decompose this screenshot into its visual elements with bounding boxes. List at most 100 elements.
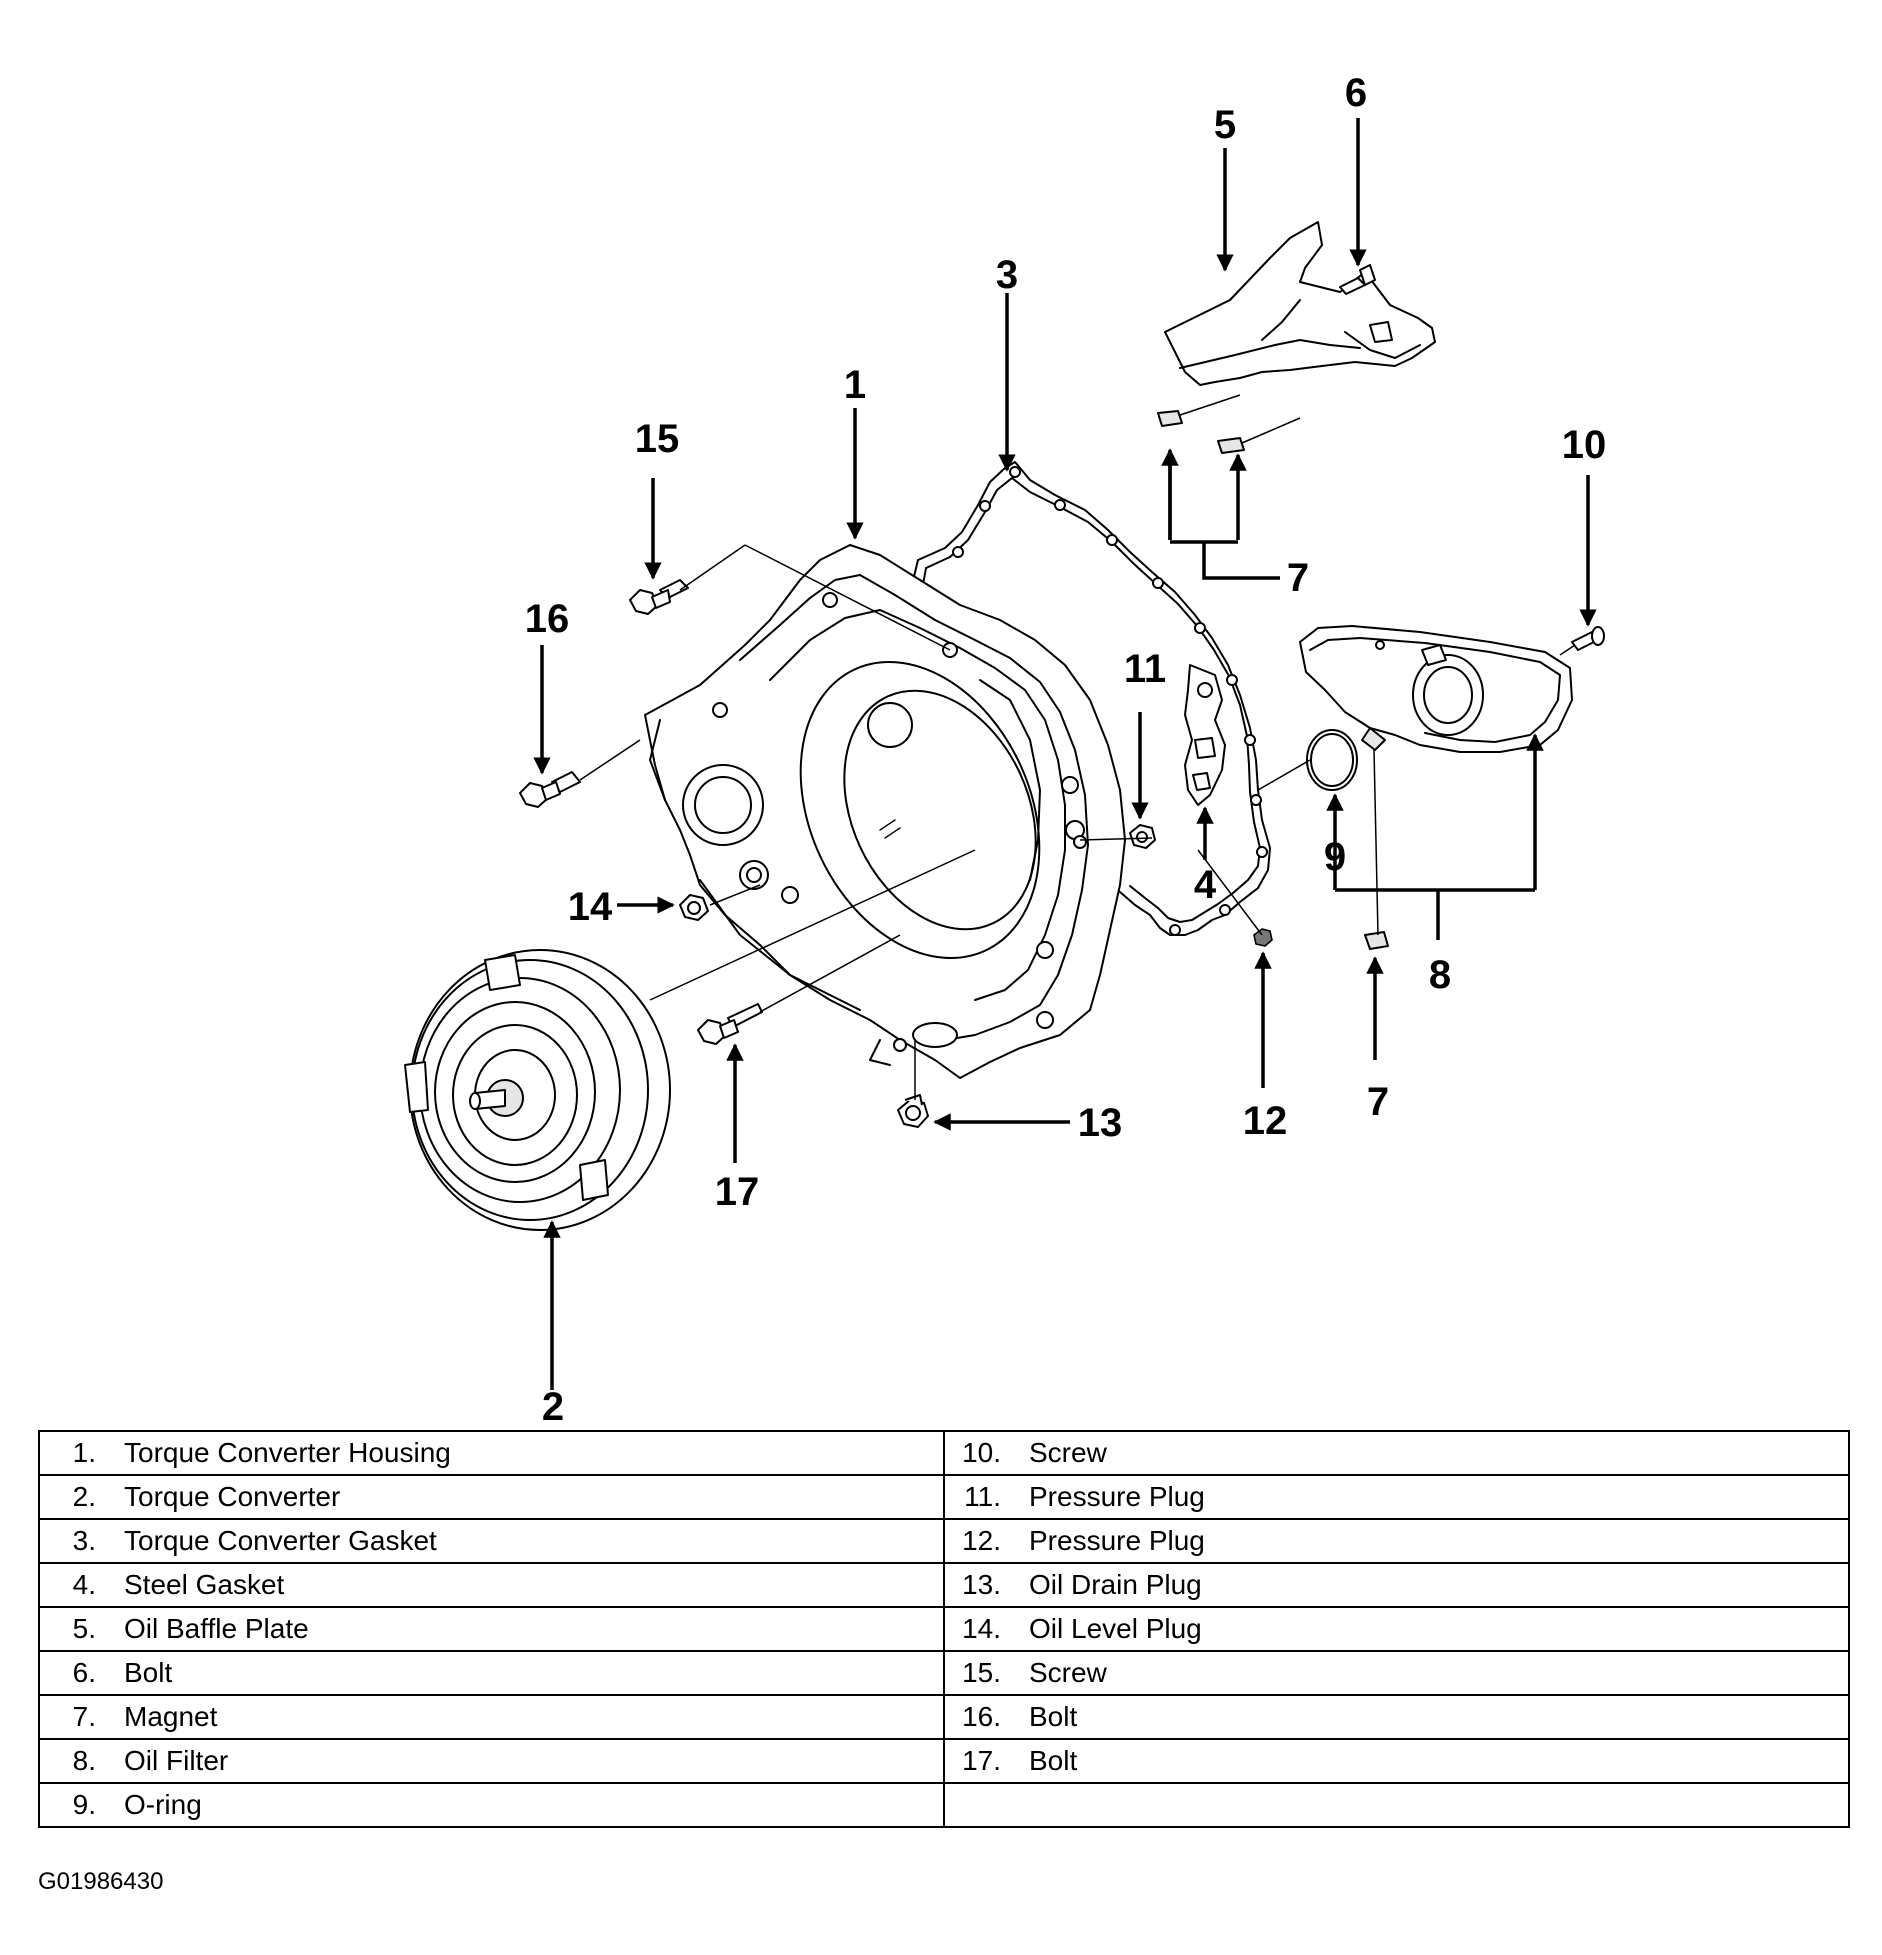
legend-cell-right: 17. Bolt bbox=[943, 1738, 1850, 1784]
legend-item-number: 1. bbox=[72, 1437, 96, 1468]
legend-cell-left: 8. Oil Filter bbox=[38, 1738, 945, 1784]
legend-item-name: Oil Level Plug bbox=[1029, 1613, 1202, 1644]
legend-item-name: Pressure Plug bbox=[1029, 1525, 1205, 1556]
legend-cell-right: 13. Oil Drain Plug bbox=[943, 1562, 1850, 1608]
callout-14: 14 bbox=[568, 885, 613, 929]
legend-item-number: 12. bbox=[962, 1525, 1001, 1556]
legend-cell-left: 2. Torque Converter bbox=[38, 1474, 945, 1520]
exploded-view-diagram: 1 2 3 4 5 6 7 7 8 9 10 11 12 13 14 15 16… bbox=[404, 71, 1607, 1420]
figure-id: G01986430 bbox=[38, 1868, 164, 1895]
callout-1: 1 bbox=[844, 363, 866, 407]
bolt-6 bbox=[1339, 264, 1376, 295]
callout-2: 2 bbox=[542, 1385, 564, 1420]
legend-row: 8. Oil Filter 17. Bolt bbox=[38, 1738, 1850, 1784]
callout-15: 15 bbox=[635, 417, 680, 461]
callout-16: 16 bbox=[525, 597, 570, 641]
legend-item-number: 8. bbox=[72, 1745, 96, 1776]
parts-legend-table: 1. Torque Converter Housing 10. Screw 2. Torq… bbox=[38, 1430, 1850, 1828]
legend-item-name: Torque Converter bbox=[124, 1481, 341, 1512]
legend-item-number: 17. bbox=[962, 1745, 1001, 1776]
legend-item-name: Bolt bbox=[124, 1657, 173, 1688]
callout-8: 8 bbox=[1429, 953, 1451, 997]
callout-13: 13 bbox=[1078, 1101, 1123, 1145]
legend-cell-right: 16. Bolt bbox=[943, 1694, 1850, 1740]
callout-labels: 1 2 3 4 5 6 7 7 8 9 10 11 12 13 14 15 16… bbox=[525, 71, 1607, 1420]
legend-item-number: 10. bbox=[962, 1437, 1001, 1468]
legend-cell-left: 6. Bolt bbox=[38, 1650, 945, 1696]
callout-5: 5 bbox=[1214, 103, 1236, 147]
callout-7-bottom: 7 bbox=[1367, 1080, 1389, 1124]
magnet bbox=[1157, 410, 1389, 950]
bolt-16 bbox=[519, 771, 581, 808]
legend-row: 9. O-ring bbox=[38, 1782, 1850, 1828]
callout-17: 17 bbox=[715, 1170, 760, 1214]
legend-item-number: 9. bbox=[72, 1789, 96, 1820]
legend-item-name: Oil Filter bbox=[124, 1745, 229, 1776]
legend-item-number: 5. bbox=[72, 1613, 96, 1644]
oil-baffle-plate bbox=[1164, 221, 1436, 386]
callout-11: 11 bbox=[1124, 647, 1166, 691]
legend-cell-left: 3. Torque Converter Gasket bbox=[38, 1518, 945, 1564]
legend-item-name: Torque Converter Gasket bbox=[124, 1525, 437, 1556]
legend-cell-right: 10. Screw bbox=[943, 1430, 1850, 1476]
legend-item-number: 14. bbox=[962, 1613, 1001, 1644]
torque-converter bbox=[404, 949, 671, 1231]
callout-4: 4 bbox=[1194, 863, 1217, 907]
callout-3: 3 bbox=[996, 253, 1018, 297]
torque-converter-gasket bbox=[911, 461, 1271, 936]
legend-item-name: O-ring bbox=[124, 1789, 202, 1820]
legend-cell-left: 4.Steel Gasket bbox=[38, 1562, 945, 1608]
legend-cell-left: 5. Oil Baffle Plate bbox=[38, 1606, 945, 1652]
callout-12: 12 bbox=[1243, 1099, 1288, 1143]
legend-cell-right: 11. Pressure Plug bbox=[943, 1474, 1850, 1520]
legend-cell-right: 12. Pressure Plug bbox=[943, 1518, 1850, 1564]
legend-item-number: 7. bbox=[72, 1701, 96, 1732]
legend-item-name: Pressure Plug bbox=[1029, 1481, 1205, 1512]
legend-row: 5. Oil Baffle Plate 14. Oil Level Plug bbox=[38, 1606, 1850, 1652]
pressure-plug-11 bbox=[1129, 824, 1156, 849]
legend-item-name: Torque Converter Housing bbox=[124, 1437, 451, 1468]
callout-7-top: 7 bbox=[1287, 556, 1309, 600]
legend-item-name: Oil Drain Plug bbox=[1029, 1569, 1202, 1600]
legend-row: 1. Torque Converter Housing 10. Screw bbox=[38, 1430, 1850, 1476]
steel-gasket bbox=[1184, 664, 1226, 806]
legend-item-number: 2. bbox=[72, 1481, 96, 1512]
legend-item-name: Bolt bbox=[1029, 1701, 1078, 1732]
oil-level-plug bbox=[679, 894, 709, 921]
pressure-plug-12 bbox=[1253, 928, 1273, 947]
legend-row: 6. Bolt 15. Screw bbox=[38, 1650, 1850, 1696]
legend-item-name: Screw bbox=[1029, 1657, 1107, 1688]
legend-item-name: Screw bbox=[1029, 1437, 1107, 1468]
legend-item-number: 15. bbox=[962, 1657, 1001, 1688]
screw-15 bbox=[629, 579, 689, 615]
legend-item-number: 13. bbox=[962, 1569, 1001, 1600]
legend-row: 4.Steel Gasket 13. Oil Drain Plug bbox=[38, 1562, 1850, 1608]
legend-item-name: Bolt bbox=[1029, 1745, 1078, 1776]
screw-10 bbox=[1571, 626, 1605, 651]
legend-item-number: 4. bbox=[72, 1569, 96, 1600]
legend-row: 7.Magnet 16. Bolt bbox=[38, 1694, 1850, 1740]
legend-item-number: 3. bbox=[72, 1525, 96, 1556]
callout-6: 6 bbox=[1345, 71, 1367, 115]
oil-filter bbox=[1299, 625, 1573, 753]
legend-cell-right: 14. Oil Level Plug bbox=[943, 1606, 1850, 1652]
callout-9: 9 bbox=[1324, 835, 1346, 879]
callout-10: 10 bbox=[1562, 423, 1607, 467]
legend-item-number: 11. bbox=[964, 1481, 1001, 1512]
legend-cell-left: 9. O-ring bbox=[38, 1782, 945, 1828]
legend-cell-right: 15. Screw bbox=[943, 1650, 1850, 1696]
legend-item-number: 16. bbox=[962, 1701, 1001, 1732]
oil-drain-plug bbox=[897, 1094, 929, 1128]
legend-row: 2. Torque Converter 11. Pressure Plug bbox=[38, 1474, 1850, 1520]
legend-cell-left: 1. Torque Converter Housing bbox=[38, 1430, 945, 1476]
torque-converter-housing bbox=[644, 544, 1126, 1079]
legend-item-name: Oil Baffle Plate bbox=[124, 1613, 309, 1644]
legend-item-number: 6. bbox=[72, 1657, 96, 1688]
legend-cell-left: 7.Magnet bbox=[38, 1694, 945, 1740]
legend-row: 3. Torque Converter Gasket 12. Pressure Plu… bbox=[38, 1518, 1850, 1564]
legend-cell-right bbox=[943, 1782, 1850, 1828]
alignment-leaders bbox=[579, 394, 1576, 1100]
o-ring bbox=[1306, 729, 1358, 791]
callout-arrows bbox=[533, 118, 1597, 1390]
bolt-17 bbox=[697, 1003, 763, 1045]
